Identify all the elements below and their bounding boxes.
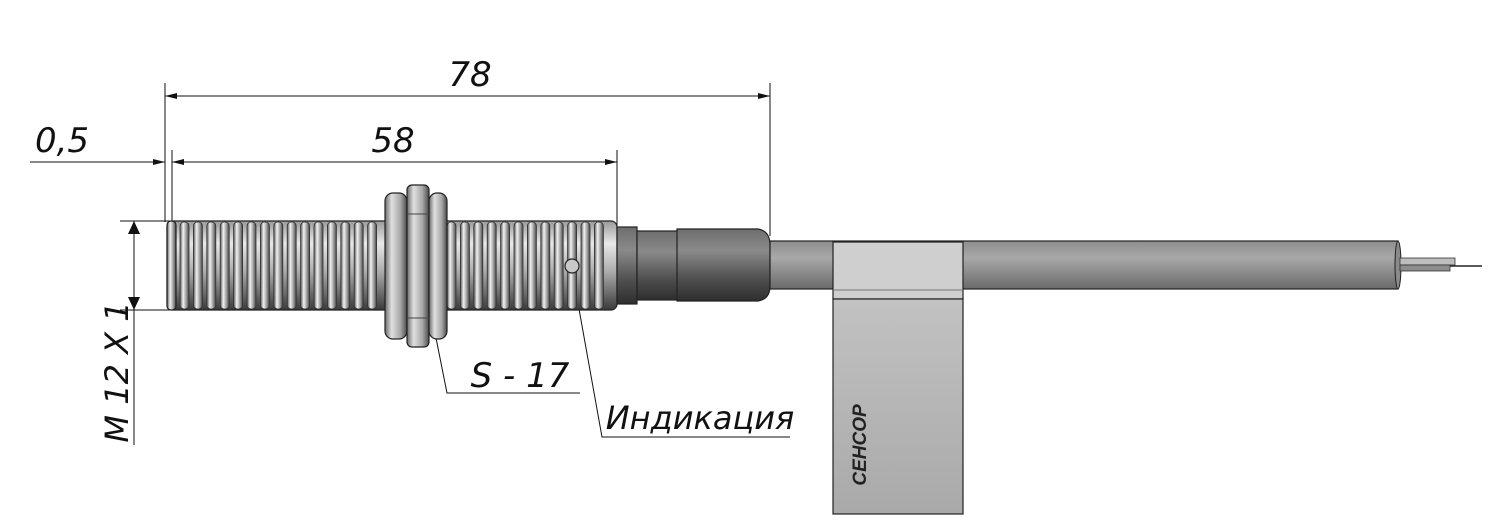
thread-ridge <box>286 221 297 310</box>
cable-tag <box>832 241 964 515</box>
thread-ridge <box>219 221 230 310</box>
leader-wrench <box>431 317 580 394</box>
wire-2 <box>1399 264 1451 272</box>
dimension-offset-label: 0,5 <box>35 121 89 161</box>
thread-ridges <box>179 221 604 310</box>
sensing-face <box>166 220 177 311</box>
thread-ridge <box>580 221 591 310</box>
sensor-body <box>166 184 771 348</box>
wrench-size-label: S - 17 <box>471 356 570 396</box>
dimension-lines <box>30 83 790 445</box>
thread-ridge <box>206 221 217 310</box>
thread-ridge <box>367 221 378 310</box>
dimension-body-label: 58 <box>371 121 414 161</box>
cable-gland <box>676 228 771 302</box>
indicator-led-icon <box>564 258 580 274</box>
thread-ridge <box>313 221 324 310</box>
thread-ridge <box>513 221 524 310</box>
thread-ridge <box>553 221 564 310</box>
thread-ridge <box>459 221 470 310</box>
lock-nut-front <box>406 184 430 348</box>
wire-1 <box>1399 257 1456 266</box>
arrow-thread-bottom <box>128 297 140 310</box>
leader-indicator <box>571 269 790 438</box>
tag-flap <box>832 298 964 515</box>
thread-ridge <box>540 221 551 310</box>
lock-nut-back <box>428 192 448 340</box>
indicator-label: Индикация <box>606 399 795 437</box>
rear-collar <box>636 230 680 301</box>
thread-ridge <box>259 221 270 310</box>
thread-ridge <box>353 221 364 310</box>
thread-ridge <box>179 221 190 310</box>
thread-ridge <box>246 221 257 310</box>
thread-ridge <box>446 221 457 310</box>
thread-ridge <box>273 221 284 310</box>
thread-ridge <box>594 221 604 310</box>
dimension-overall-label: 78 <box>448 55 491 95</box>
thread-ridge <box>300 221 311 310</box>
thread-ridge <box>500 221 511 310</box>
thread-ridge <box>326 221 337 310</box>
thread-ridge <box>233 221 244 310</box>
thread-ridge <box>192 221 203 310</box>
thread-ridge <box>486 221 497 310</box>
thread-ridge <box>340 221 351 310</box>
thread-ridge <box>473 221 484 310</box>
thread-ridge <box>527 221 537 310</box>
rear-neck <box>616 226 638 305</box>
arrow-thread-top <box>128 221 140 234</box>
thread-size-label: M 12 X 1 <box>98 301 136 442</box>
lock-nut-washer <box>384 192 408 340</box>
brand-label: СЕНСОР <box>850 404 871 486</box>
